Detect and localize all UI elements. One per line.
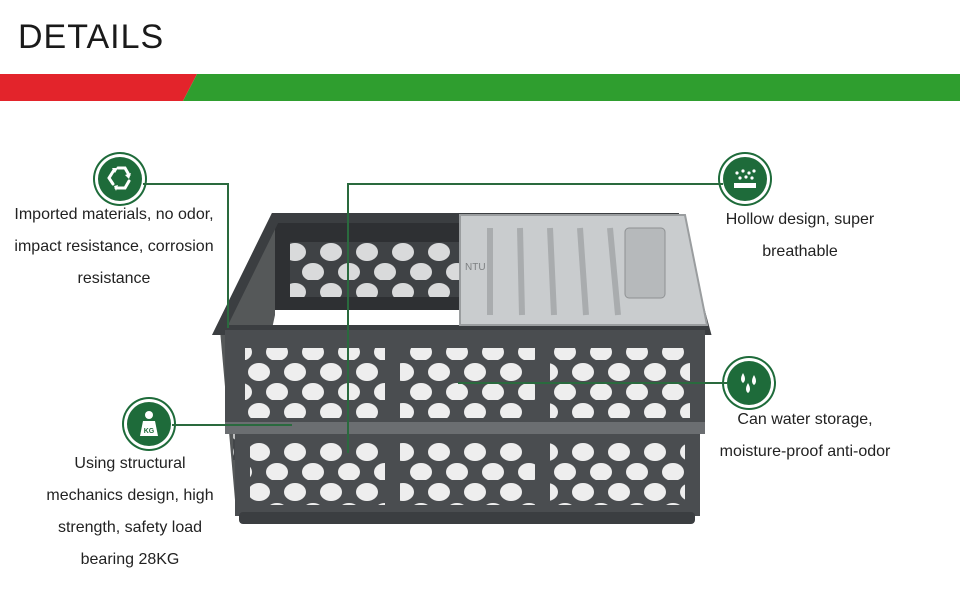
water-drops-icon xyxy=(727,361,771,405)
recycle-icon xyxy=(98,157,142,201)
connector-line xyxy=(458,382,727,384)
folding-crate-image: NTU xyxy=(211,213,712,524)
feature-load-text: Using structural mechanics design, high … xyxy=(46,455,214,568)
feature-hollow-text: Hollow design, super breathable xyxy=(725,211,875,260)
page-title: DETAILS xyxy=(18,18,165,56)
lid-brand-text: NTU xyxy=(465,262,486,273)
weight-kg-icon: KG xyxy=(127,402,171,446)
svg-text:KG: KG xyxy=(144,428,155,435)
header-band xyxy=(0,74,960,101)
connector-line xyxy=(227,183,229,328)
connector-line xyxy=(172,424,292,426)
breathable-icon xyxy=(723,157,767,201)
connector-line xyxy=(143,183,228,185)
connector-line xyxy=(347,183,349,453)
feature-water-text: Can water storage, moisture-proof anti-o… xyxy=(719,411,891,460)
feature-materials-text: Imported materials, no odor, impact resi… xyxy=(14,206,214,287)
connector-line xyxy=(348,183,723,185)
